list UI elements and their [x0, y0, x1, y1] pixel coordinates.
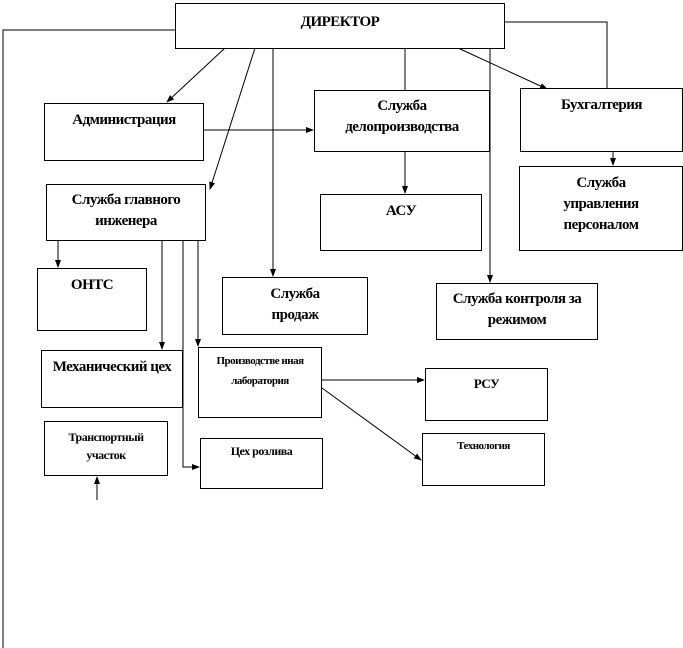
arrow-director-administration — [166, 47, 226, 103]
node-regime-control-service: Служба контроля за режимом — [436, 283, 598, 340]
node-label: ОНТС — [70, 277, 114, 293]
node-label: Технология — [457, 440, 510, 452]
node-label: ДИРЕКТОР — [300, 14, 380, 30]
node-administration: Администрация — [44, 103, 204, 161]
arrow-director-accounting — [457, 47, 548, 90]
node-hr-service: Служба управления персоналом — [519, 166, 683, 251]
node-sales-service: Служба продаж — [222, 277, 368, 335]
arrow-engineer-bottling — [182, 241, 200, 470]
node-onts: ОНТС — [37, 268, 147, 331]
node-bottling-shop: Цех розлива — [200, 438, 323, 489]
node-label: РСУ — [473, 376, 500, 391]
node-accounting: Бухгалтерия — [520, 88, 683, 152]
node-label: Транспортный участок — [68, 430, 144, 462]
line-director-left — [2, 29, 175, 648]
arrow-director-chief-engineer — [209, 47, 256, 190]
node-records-service: Служба делопроизводства — [314, 90, 490, 152]
node-chief-engineer-service: Служба главного инженера — [46, 184, 206, 241]
node-production-lab: Производстве нная лаборатория — [198, 347, 322, 418]
node-technology: Технология — [422, 433, 545, 486]
arrow-lab-technology — [321, 387, 422, 461]
node-label: Бухгалтерия — [560, 97, 643, 113]
node-rsu: РСУ — [425, 368, 548, 421]
node-label: Служба главного инженера — [71, 192, 181, 229]
node-transport-section: Транспортный участок — [44, 421, 168, 476]
node-label: Механический цех — [52, 359, 172, 375]
node-director: ДИРЕКТОР — [175, 3, 505, 49]
node-label: Служба продаж — [270, 286, 320, 323]
node-label: АСУ — [385, 203, 417, 219]
node-label: Производстве нная лаборатория — [216, 355, 304, 387]
node-label: Администрация — [72, 112, 176, 128]
node-label: Цех розлива — [230, 444, 293, 458]
node-label: Служба управления персоналом — [563, 175, 639, 233]
node-asu: АСУ — [320, 194, 482, 251]
node-label: Служба делопроизводства — [345, 98, 459, 135]
node-mechanical-shop: Механический цех — [41, 350, 183, 408]
line-director-accounting — [505, 21, 608, 88]
node-label: Служба контроля за режимом — [452, 291, 582, 328]
